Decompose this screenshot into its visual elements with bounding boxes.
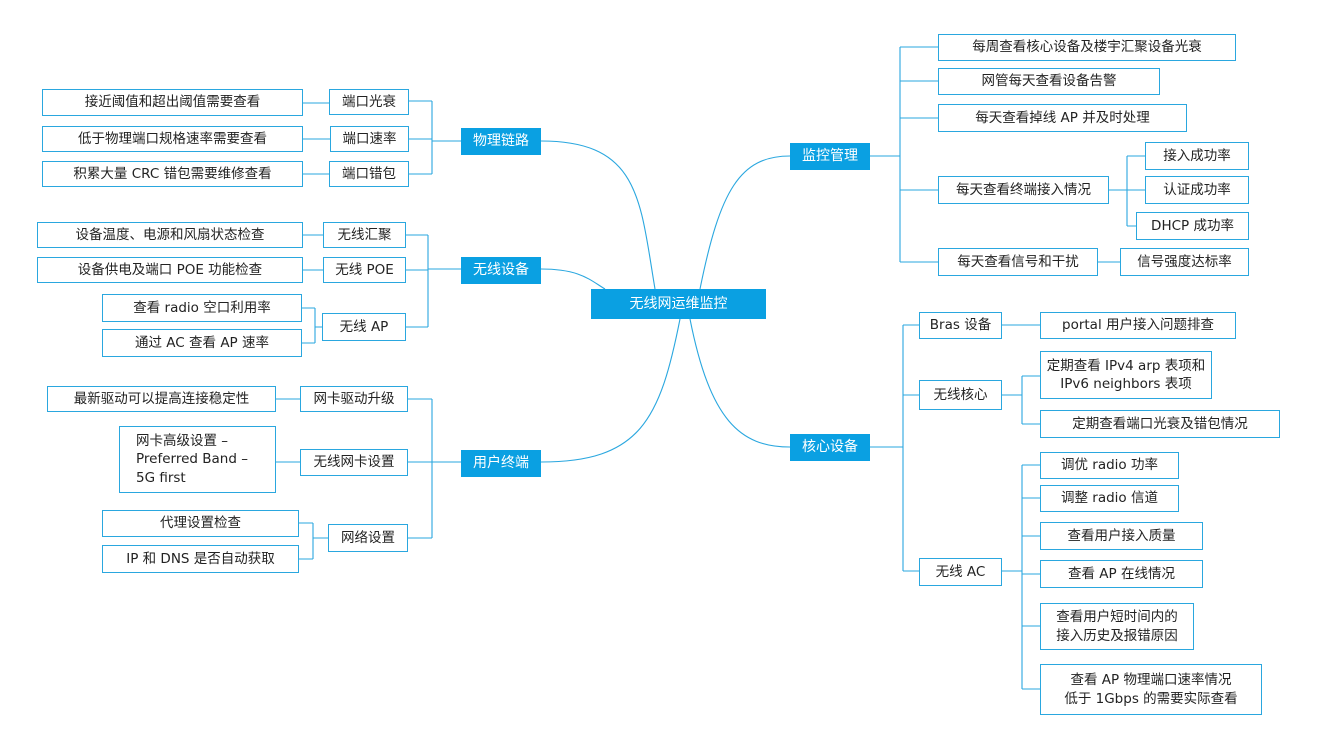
port-rate-line-1: 查看 AP 物理端口速率情况 xyxy=(1070,672,1232,689)
nic-detail-line-3: 5G first xyxy=(136,469,186,486)
wireless-agg[interactable]: 无线汇聚 xyxy=(323,222,406,248)
core-wcore-detail-arp[interactable]: 定期查看 IPv4 arp 表项和 IPv6 neighbors 表项 xyxy=(1040,351,1212,399)
core-bras-detail[interactable]: portal 用户接入问题排查 xyxy=(1040,312,1236,339)
core-ac-detail-quality[interactable]: 查看用户接入质量 xyxy=(1040,522,1203,550)
nic-detail-line-2: Preferred Band – xyxy=(136,451,248,468)
monitor-item-alarm[interactable]: 网管每天查看设备告警 xyxy=(938,68,1160,95)
wireless-agg-detail[interactable]: 设备温度、电源和风扇状态检查 xyxy=(37,222,303,248)
terminal-driver-detail[interactable]: 最新驱动可以提高连接稳定性 xyxy=(47,386,276,412)
nic-detail-line-1: 网卡高级设置 – xyxy=(136,433,229,450)
monitor-access-success[interactable]: 接入成功率 xyxy=(1145,142,1249,170)
monitor-auth-success[interactable]: 认证成功率 xyxy=(1145,176,1249,204)
core-wireless-ac[interactable]: 无线 AC xyxy=(919,558,1002,586)
physical-detail-speed[interactable]: 低于物理端口规格速率需要查看 xyxy=(42,126,303,152)
branch-core-device[interactable]: 核心设备 xyxy=(790,434,870,461)
terminal-driver[interactable]: 网卡驱动升级 xyxy=(300,386,408,412)
core-wireless-core[interactable]: 无线核心 xyxy=(919,380,1002,410)
history-line-1: 查看用户短时间内的 xyxy=(1056,609,1178,626)
physical-item-optical[interactable]: 端口光衰 xyxy=(329,89,409,115)
monitor-terminal-access[interactable]: 每天查看终端接入情况 xyxy=(938,176,1109,204)
core-ac-detail-history[interactable]: 查看用户短时间内的 接入历史及报错原因 xyxy=(1040,603,1194,650)
core-wcore-detail-optical[interactable]: 定期查看端口光衰及错包情况 xyxy=(1040,410,1280,438)
wireless-poe[interactable]: 无线 POE xyxy=(323,257,406,283)
terminal-net-detail-proxy[interactable]: 代理设置检查 xyxy=(102,510,299,537)
center-node[interactable]: 无线网运维监控 xyxy=(591,289,766,319)
physical-item-speed[interactable]: 端口速率 xyxy=(330,126,409,152)
core-ac-detail-online[interactable]: 查看 AP 在线情况 xyxy=(1040,560,1203,588)
monitor-dhcp-success[interactable]: DHCP 成功率 xyxy=(1136,212,1249,240)
monitor-item-offline-ap[interactable]: 每天查看掉线 AP 并及时处理 xyxy=(938,104,1187,132)
core-ac-detail-power[interactable]: 调优 radio 功率 xyxy=(1040,452,1179,479)
terminal-nic[interactable]: 无线网卡设置 xyxy=(300,449,408,476)
wireless-ap-detail-radio[interactable]: 查看 radio 空口利用率 xyxy=(102,294,302,322)
terminal-net-detail-dns[interactable]: IP 和 DNS 是否自动获取 xyxy=(102,545,299,573)
monitor-item-weekly-optical[interactable]: 每周查看核心设备及楼宇汇聚设备光衰 xyxy=(938,34,1236,61)
port-rate-line-2: 低于 1Gbps 的需要实际查看 xyxy=(1064,690,1238,707)
terminal-net[interactable]: 网络设置 xyxy=(328,524,408,552)
monitor-signal-detail[interactable]: 信号强度达标率 xyxy=(1120,248,1249,276)
core-ac-detail-port-rate[interactable]: 查看 AP 物理端口速率情况 低于 1Gbps 的需要实际查看 xyxy=(1040,664,1262,715)
wireless-poe-detail[interactable]: 设备供电及端口 POE 功能检查 xyxy=(37,257,303,283)
arp-line-2: IPv6 neighbors 表项 xyxy=(1060,376,1192,392)
branch-user-terminal[interactable]: 用户终端 xyxy=(461,450,541,477)
terminal-nic-detail[interactable]: 网卡高级设置 – Preferred Band – 5G first xyxy=(119,426,276,493)
physical-detail-optical[interactable]: 接近阈值和超出阈值需要查看 xyxy=(42,89,303,116)
physical-item-error[interactable]: 端口错包 xyxy=(329,161,409,187)
branch-wireless-device[interactable]: 无线设备 xyxy=(461,257,541,284)
arp-line-1: 定期查看 IPv4 arp 表项和 xyxy=(1046,357,1206,374)
branch-physical-link[interactable]: 物理链路 xyxy=(461,128,541,155)
wireless-ap-detail-rate[interactable]: 通过 AC 查看 AP 速率 xyxy=(102,329,302,357)
wireless-ap[interactable]: 无线 AP xyxy=(322,313,406,341)
history-line-2: 接入历史及报错原因 xyxy=(1056,627,1178,644)
branch-monitoring[interactable]: 监控管理 xyxy=(790,143,870,170)
core-bras[interactable]: Bras 设备 xyxy=(919,312,1002,339)
monitor-signal[interactable]: 每天查看信号和干扰 xyxy=(938,248,1098,276)
physical-detail-error[interactable]: 积累大量 CRC 错包需要维修查看 xyxy=(42,161,303,187)
core-ac-detail-channel[interactable]: 调整 radio 信道 xyxy=(1040,485,1179,512)
